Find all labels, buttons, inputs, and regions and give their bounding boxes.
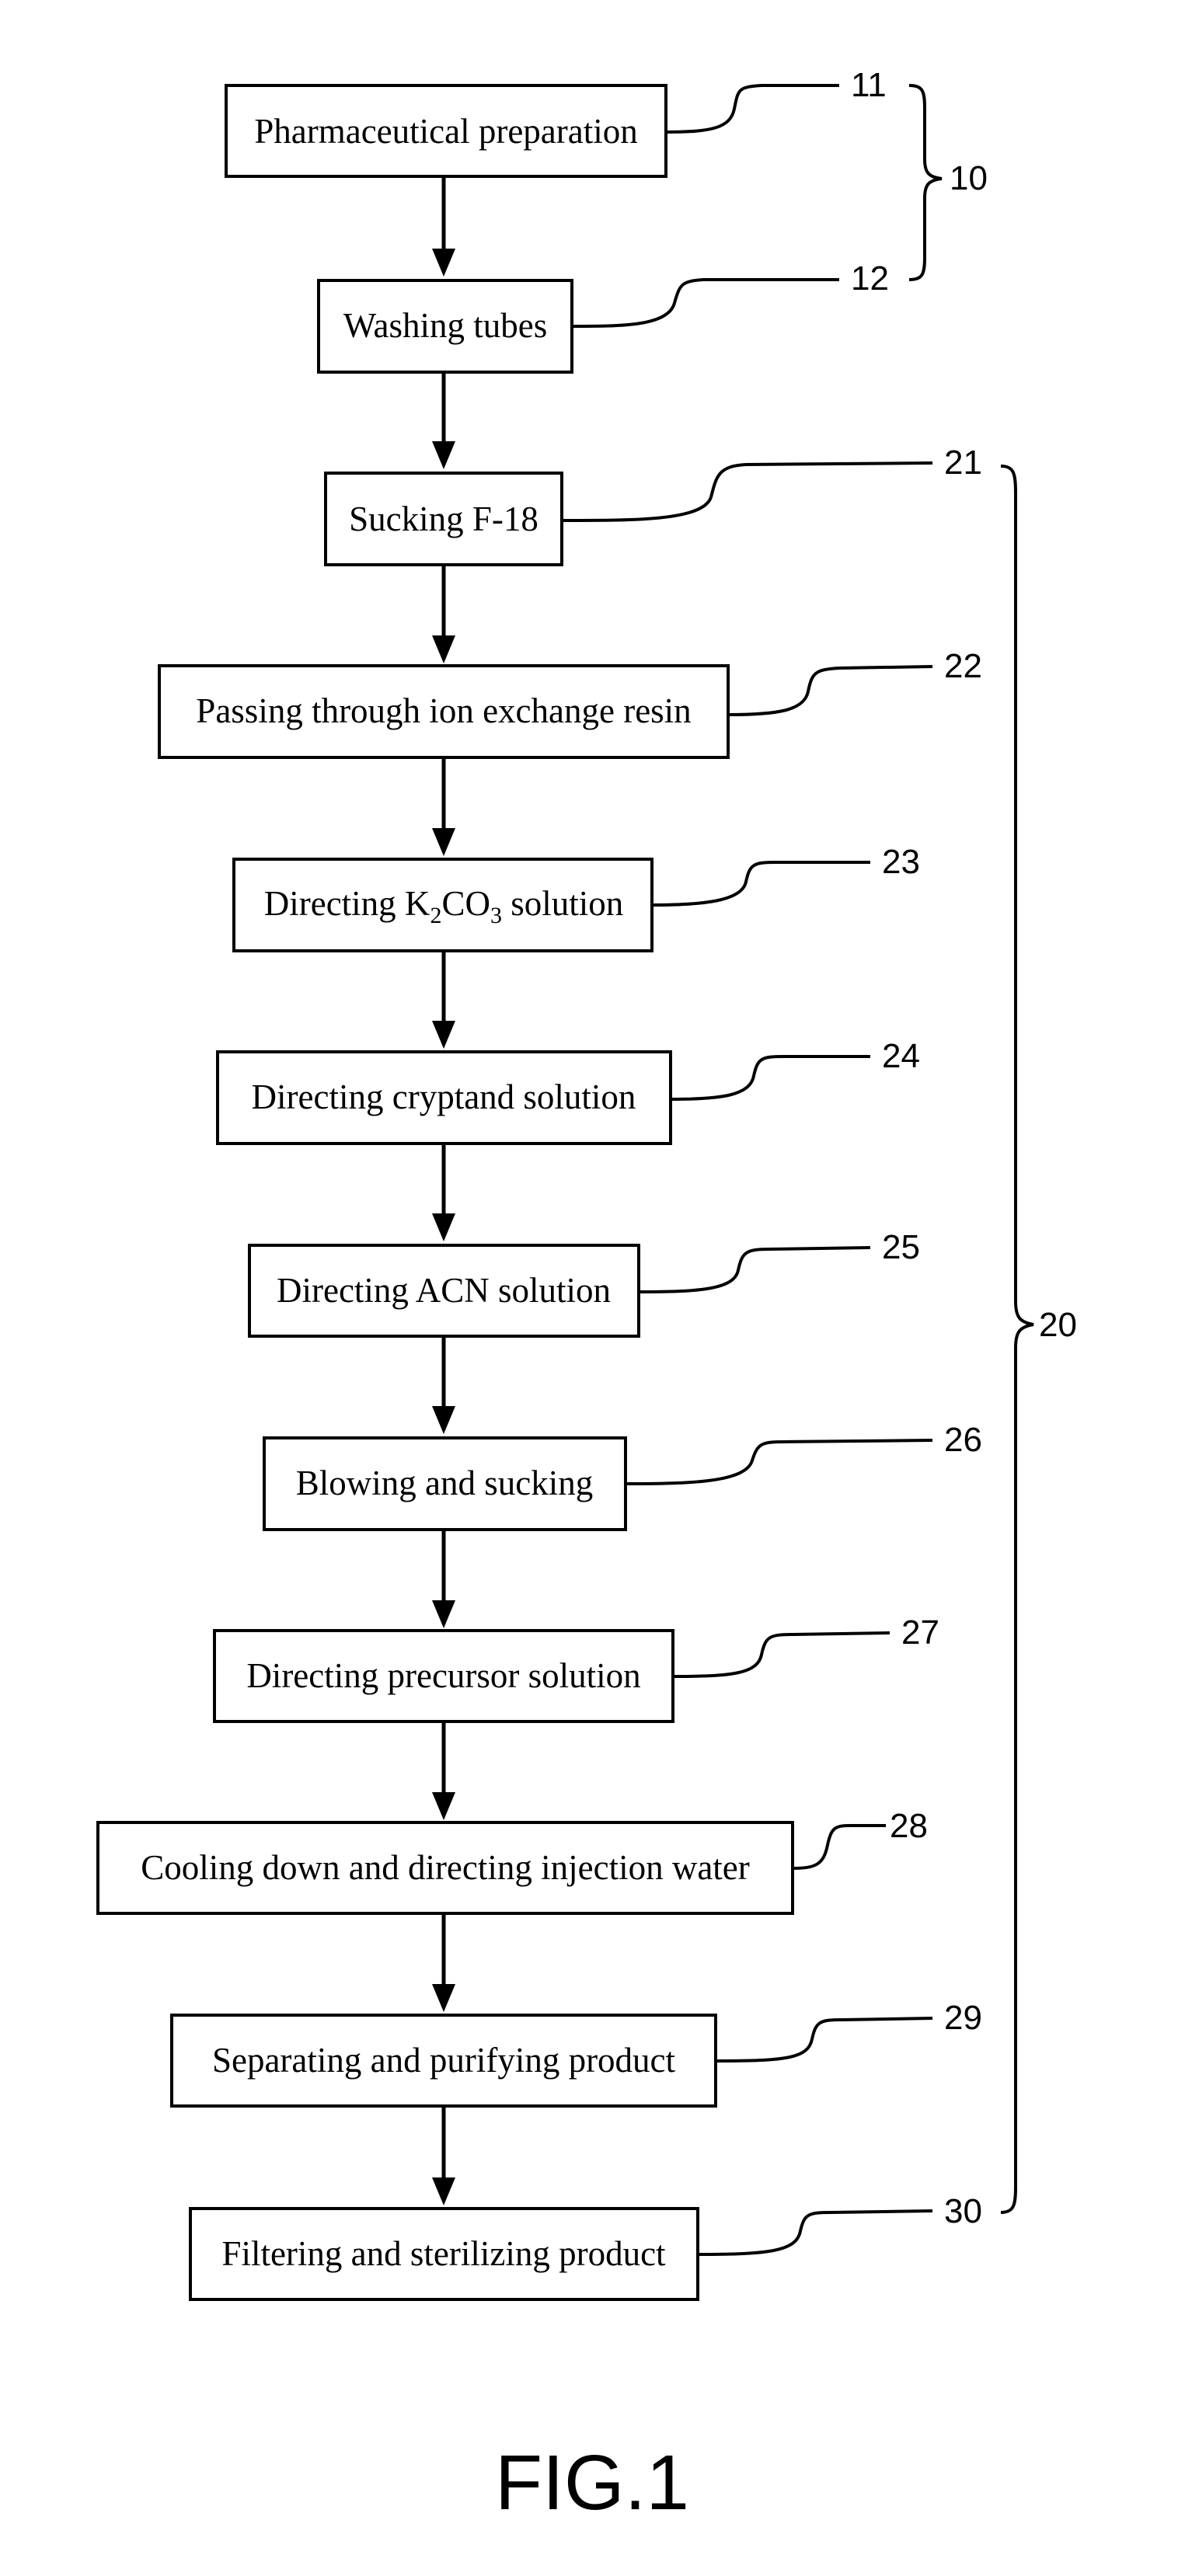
ref-26: 26 [944, 1421, 982, 1459]
step-box-25: Directing ACN solution 25 [249, 1228, 920, 1336]
ref-21: 21 [944, 444, 982, 482]
step-label-23: Directing K2CO3 solution [264, 884, 623, 928]
step-label-29: Separating and purifying product [212, 2041, 676, 2080]
ref-23: 23 [882, 843, 920, 881]
group-ref-10: 10 [950, 159, 988, 197]
arrowhead-27-28 [432, 1792, 455, 1820]
step-label-11: Pharmaceutical preparation [254, 112, 638, 151]
step-label-25: Directing ACN solution [277, 1271, 611, 1310]
leader-12 [572, 280, 839, 326]
step-label-28: Cooling down and directing injection wat… [141, 1848, 750, 1887]
ref-24: 24 [882, 1037, 920, 1075]
arrowhead-24-25 [432, 1213, 455, 1241]
group-bracket-20: 20 [1001, 466, 1077, 2212]
group-ref-20: 20 [1039, 1306, 1077, 1344]
arrowhead-12-21 [432, 441, 455, 469]
step-box-28: Cooling down and directing injection wat… [98, 1807, 928, 1913]
arrowhead-21-22 [432, 635, 455, 663]
leader-27 [673, 1633, 890, 1676]
arrowhead-11-12 [432, 249, 455, 277]
arrowhead-22-23 [432, 828, 455, 856]
step-box-23: Directing K2CO3 solution 23 [234, 843, 920, 951]
step-box-21: Sucking F-18 21 [326, 444, 982, 565]
step-label-22: Passing through ion exchange resin [196, 691, 691, 730]
step-label-21: Sucking F-18 [349, 500, 538, 538]
arrowhead-26-27 [432, 1600, 455, 1628]
leader-26 [626, 1440, 932, 1484]
figure-label: FIG.1 [495, 2439, 689, 2526]
step-label-26: Blowing and sucking [296, 1464, 593, 1502]
leader-22 [728, 667, 932, 715]
step-box-30: Filtering and sterilizing product 30 [190, 2192, 982, 2299]
arrowhead-29-30 [432, 2177, 455, 2205]
step-label-24: Directing cryptand solution [252, 1077, 636, 1116]
step-box-12: Washing tubes 12 [319, 259, 889, 372]
leader-29 [716, 2018, 932, 2061]
ref-28: 28 [890, 1807, 928, 1845]
ref-12: 12 [851, 259, 889, 298]
leader-24 [671, 1057, 870, 1099]
ref-30: 30 [944, 2192, 982, 2230]
arrowhead-25-26 [432, 1406, 455, 1434]
step-box-22: Passing through ion exchange resin 22 [159, 647, 982, 757]
arrowhead-23-24 [432, 1021, 455, 1049]
step-label-30: Filtering and sterilizing product [221, 2234, 666, 2273]
step-box-24: Directing cryptand solution 24 [218, 1037, 920, 1144]
step-box-27: Directing precursor solution 27 [214, 1613, 939, 1721]
ref-11: 11 [851, 66, 887, 104]
arrowhead-28-29 [432, 1984, 455, 2012]
leader-25 [639, 1248, 870, 1292]
ref-25: 25 [882, 1228, 920, 1266]
leader-11 [666, 85, 839, 132]
ref-29: 29 [944, 1999, 982, 2037]
leader-28 [793, 1826, 886, 1868]
step-box-11: Pharmaceutical preparation 11 [226, 66, 887, 176]
leader-21 [562, 463, 932, 520]
step-label-12: Washing tubes [343, 306, 548, 345]
step-box-26: Blowing and sucking 26 [264, 1421, 982, 1530]
group-bracket-10: 10 [909, 85, 988, 280]
leader-30 [698, 2211, 932, 2254]
step-label-27: Directing precursor solution [246, 1656, 640, 1695]
step-box-29: Separating and purifying product 29 [172, 1999, 982, 2106]
leader-23 [652, 862, 870, 905]
ref-22: 22 [944, 647, 982, 685]
ref-27: 27 [901, 1613, 939, 1652]
